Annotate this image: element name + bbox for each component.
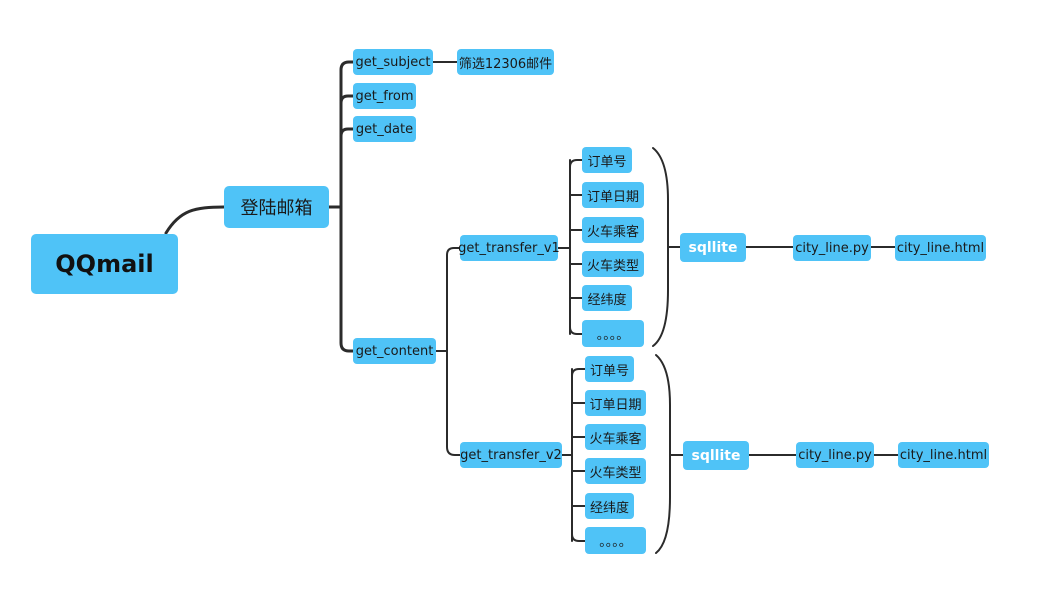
get-subject-node: get_subject xyxy=(353,49,433,75)
v2-field-coordinates: 经纬度 xyxy=(585,493,634,519)
connector-v1-f1 xyxy=(569,159,583,168)
v2-output-node: city_line.html xyxy=(898,442,989,468)
v2-field-order-no: 订单号 xyxy=(585,356,634,382)
connector-v1-f6 xyxy=(569,326,583,335)
connector-root-login xyxy=(164,205,226,235)
v2-script-node: city_line.py xyxy=(796,442,874,468)
summary-bracket-v2 xyxy=(655,354,684,554)
v1-output-node: city_line.html xyxy=(895,235,986,261)
connector-spine-date xyxy=(339,127,355,138)
get-date-node: get_date xyxy=(353,116,416,142)
v2-db-node: sqllite xyxy=(683,441,749,470)
v1-script-node: city_line.py xyxy=(793,235,871,261)
v1-field-train-type: 火车类型 xyxy=(582,251,644,277)
v1-field-order-date: 订单日期 xyxy=(582,182,644,208)
connector-spine-from xyxy=(339,94,355,105)
v2-field-order-date: 订单日期 xyxy=(585,390,646,416)
login-node: 登陆邮箱 xyxy=(224,186,329,228)
filter-node: 筛选12306邮件 xyxy=(457,49,554,75)
connector-spine-content xyxy=(339,205,355,353)
v1-field-more: 。。。。 xyxy=(582,320,644,347)
v1-field-passenger: 火车乘客 xyxy=(582,217,644,243)
v2-field-passenger: 火车乘客 xyxy=(585,424,646,450)
get-content-node: get_content xyxy=(353,338,436,364)
root-node: QQmail xyxy=(31,234,178,294)
v1-field-order-no: 订单号 xyxy=(582,147,632,173)
transfer-v1-node: get_transfer_v1 xyxy=(458,235,560,261)
v1-db-node: sqllite xyxy=(680,233,746,262)
get-from-node: get_from xyxy=(353,83,416,109)
v2-field-train-type: 火车类型 xyxy=(585,458,646,484)
connector-spine-subject xyxy=(339,60,355,209)
summary-bracket-v1 xyxy=(652,147,681,347)
v1-field-coordinates: 经纬度 xyxy=(582,285,632,311)
v2-field-more: 。。。。 xyxy=(585,527,646,554)
connector-v2-f1 xyxy=(571,368,586,377)
transfer-v2-node: get_transfer_v2 xyxy=(460,442,562,468)
connector-spine-v1 xyxy=(446,247,461,352)
connector-v2-f6 xyxy=(571,533,586,542)
connector-spine-v2 xyxy=(446,350,461,456)
